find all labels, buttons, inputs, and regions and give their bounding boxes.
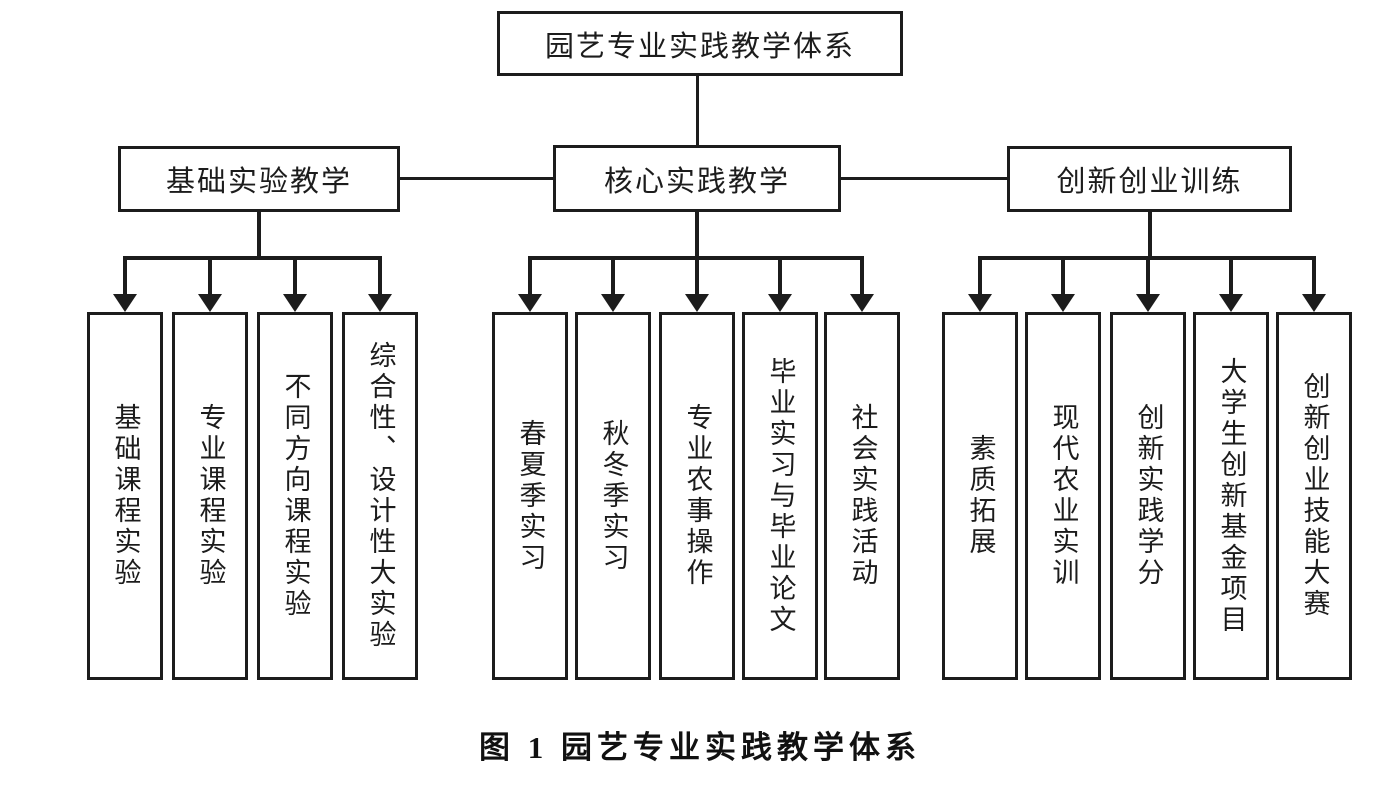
leaf-innovation-entrepreneurship-skill-competition: 创新创业技能大赛 — [1276, 312, 1352, 680]
leaf-label: 素质拓展 — [965, 434, 996, 558]
arrow-down-icon — [611, 258, 615, 294]
connector-link-right — [841, 177, 1007, 180]
arrow-down-icon — [1229, 258, 1233, 294]
branch-label: 基础实验教学 — [165, 166, 352, 198]
arrow-down-icon — [860, 258, 864, 294]
arrow-down-icon — [293, 258, 297, 294]
arrow-down-icon — [978, 258, 982, 294]
leaf-label: 现代农业实训 — [1048, 403, 1079, 589]
leaf-label: 专业农事操作 — [682, 403, 713, 589]
leaf-innovation-practice-credit: 创新实践学分 — [1110, 312, 1186, 680]
leaf-professional-farming-operation: 专业农事操作 — [659, 312, 735, 680]
leaf-label: 不同方向课程实验 — [280, 372, 311, 620]
figure-caption: 图 1 园艺专业实践教学体系 — [479, 730, 921, 765]
arrow-down-icon — [378, 258, 382, 294]
leaf-graduation-internship-thesis: 毕业实习与毕业论文 — [742, 312, 818, 680]
branch-label: 创新创业训练 — [1056, 166, 1243, 198]
leaf-label: 毕业实习与毕业论文 — [765, 356, 796, 636]
branch-core-practice-teaching: 核心实践教学 — [553, 145, 841, 212]
leaf-label: 创新创业技能大赛 — [1299, 372, 1330, 620]
connector-root-stem — [696, 76, 699, 146]
leaf-professional-course-experiment: 专业课程实验 — [172, 312, 248, 680]
branch-label: 核心实践教学 — [603, 165, 790, 198]
leaf-quality-development: 素质拓展 — [942, 312, 1018, 680]
leaf-comprehensive-design-experiment: 综合性、设计性大实验 — [342, 312, 418, 680]
leaf-autumn-winter-internship: 秋冬季实习 — [575, 312, 651, 680]
arrow-down-icon — [1146, 258, 1150, 294]
arrow-down-icon — [123, 258, 127, 294]
leaf-spring-summer-internship: 春夏季实习 — [492, 312, 568, 680]
connector-branch2-stem — [695, 212, 699, 260]
distribution-line-1 — [123, 256, 382, 260]
branch-basic-experimental-teaching: 基础实验教学 — [118, 146, 400, 212]
arrow-down-icon — [1061, 258, 1065, 294]
arrow-down-icon — [1312, 258, 1316, 294]
arrow-down-icon — [695, 258, 699, 294]
connector-branch1-stem — [257, 212, 261, 260]
root-box: 园艺专业实践教学体系 — [497, 11, 903, 76]
leaf-label: 秋冬季实习 — [598, 418, 629, 574]
connector-link-left — [400, 177, 553, 180]
arrow-down-icon — [208, 258, 212, 294]
leaf-basic-course-experiment: 基础课程实验 — [87, 312, 163, 680]
leaf-label: 春夏季实习 — [515, 418, 546, 574]
arrow-down-icon — [528, 258, 532, 294]
leaf-label: 综合性、设计性大实验 — [365, 341, 396, 651]
arrow-down-icon — [778, 258, 782, 294]
leaf-social-practice-activity: 社会实践活动 — [824, 312, 900, 680]
leaf-student-innovation-fund-project: 大学生创新基金项目 — [1193, 312, 1269, 680]
leaf-label: 社会实践活动 — [847, 403, 878, 589]
root-label: 园艺专业实践教学体系 — [544, 30, 855, 63]
leaf-label: 创新实践学分 — [1133, 403, 1164, 589]
leaf-label: 基础课程实验 — [110, 403, 141, 589]
leaf-modern-agriculture-training: 现代农业实训 — [1025, 312, 1101, 680]
leaf-label: 大学生创新基金项目 — [1216, 356, 1247, 636]
connector-branch3-stem — [1148, 212, 1152, 260]
branch-innovation-entrepreneurship-training: 创新创业训练 — [1007, 146, 1292, 212]
leaf-label: 专业课程实验 — [195, 403, 226, 589]
leaf-different-direction-course-experiment: 不同方向课程实验 — [257, 312, 333, 680]
